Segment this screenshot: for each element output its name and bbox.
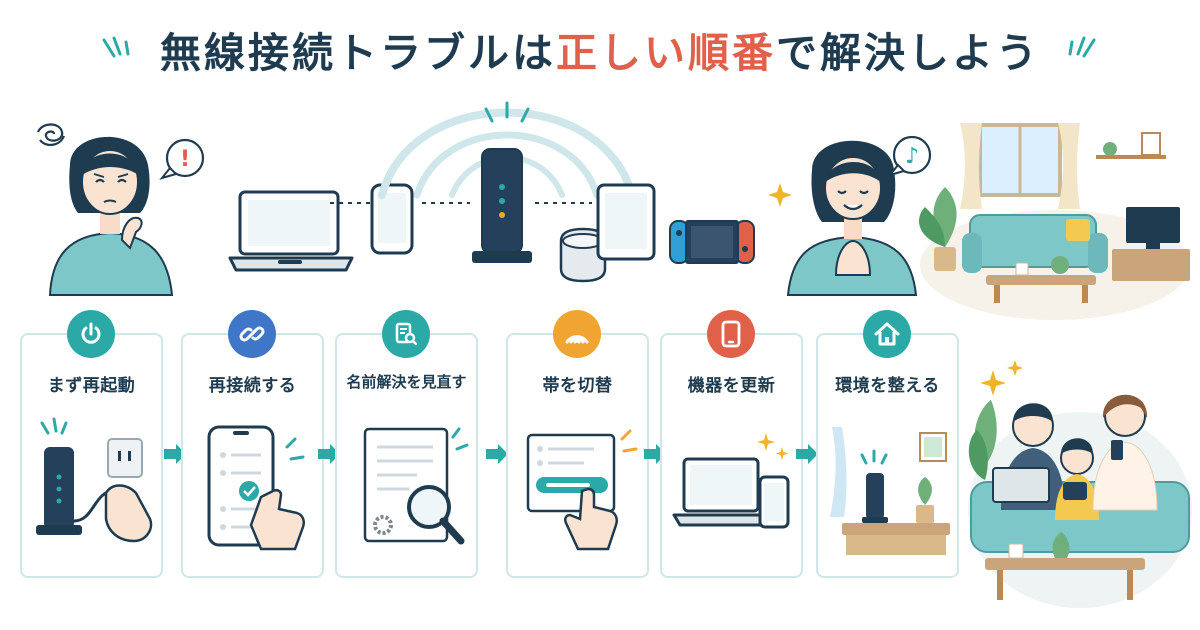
step-card-environment: 環境を整える <box>816 333 959 578</box>
top-scene: ! <box>0 95 1200 320</box>
router-room-illustration <box>830 427 950 555</box>
step-label: 環境を整える <box>835 376 940 396</box>
living-room-illustration <box>919 123 1190 320</box>
tablet-device-icon <box>596 183 656 261</box>
power-icon <box>67 310 115 358</box>
arrow-right-icon <box>164 444 186 464</box>
smart-speaker-icon <box>559 227 607 283</box>
family-illustration <box>968 360 1192 608</box>
laptop-device-icon <box>228 190 354 272</box>
arrow-right-icon <box>796 444 818 464</box>
title-part3: で解決しよう <box>776 29 1040 77</box>
title-accent: 正しい順番 <box>556 29 776 77</box>
phone-tap-illustration <box>207 425 305 551</box>
step-card-restart: まず再起動 <box>20 333 163 578</box>
link-icon <box>228 310 276 358</box>
sparkle-right-icon <box>1068 36 1096 58</box>
title-part1: 無線接続トラブルは <box>160 29 556 77</box>
title-row: 無線接続トラブルは正しい順番で解決しよう <box>0 18 1200 88</box>
confused-swirl-icon <box>36 123 66 146</box>
document-magnifier-illustration <box>363 427 469 545</box>
sparkle-icon <box>768 183 792 207</box>
worried-bubble-text: ! <box>180 147 190 172</box>
step-label: 再接続する <box>208 376 297 396</box>
document-search-icon <box>382 310 430 358</box>
step-card-update-device: 機器を更新 <box>660 333 803 578</box>
step-label: 機器を更新 <box>687 376 776 396</box>
arrow-right-icon <box>318 444 340 464</box>
router-unplug-illustration <box>36 417 153 543</box>
sparkle-left-icon <box>102 36 130 58</box>
smartphone-icon <box>707 310 755 358</box>
wifi-band-icon <box>553 310 601 358</box>
connection-lines <box>330 202 592 204</box>
sparkle-icon <box>980 360 1023 396</box>
router-device-icon <box>472 148 532 263</box>
band-switch-illustration <box>526 429 638 551</box>
step-label: まず再起動 <box>47 376 136 396</box>
laptop-phone-illustration <box>672 433 790 529</box>
arrow-right-icon <box>486 444 508 464</box>
game-console-icon <box>669 220 755 264</box>
happy-bubble-text: ♪ <box>905 144 919 169</box>
happy-person-illustration: ♪ <box>768 135 932 296</box>
step-card-dns: 名前解決を見直す <box>335 333 478 578</box>
step-label: 名前解決を見直す <box>346 373 467 391</box>
worried-person-illustration: ! <box>36 123 205 296</box>
step-label: 帯を切替 <box>542 376 613 396</box>
step-card-band-switch: 帯を切替 <box>506 333 649 578</box>
step-card-reconnect: 再接続する <box>181 333 324 578</box>
home-icon <box>863 310 911 358</box>
smartphone-device-icon <box>370 183 414 255</box>
page-title: 無線接続トラブルは正しい順番で解決しよう <box>160 18 1040 88</box>
